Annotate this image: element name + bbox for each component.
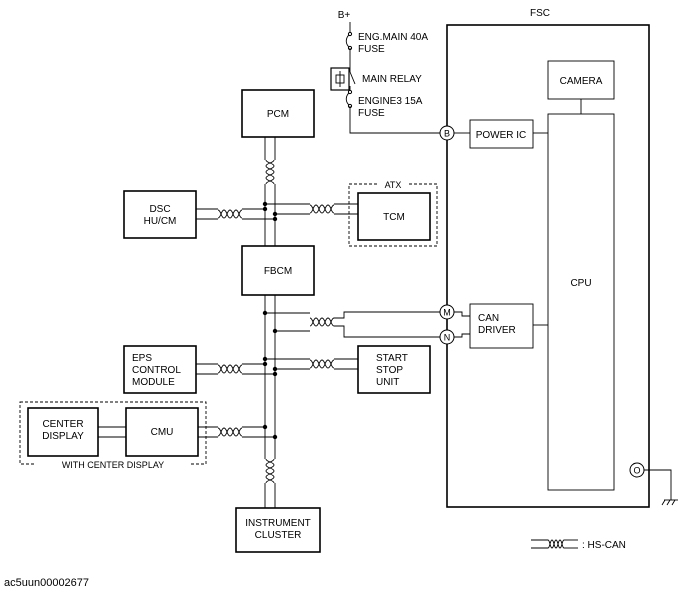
terminal-o: O [629, 462, 645, 478]
terminal-n-label: N [444, 333, 451, 343]
terminal-b: B [439, 125, 455, 141]
pcm-box [241, 89, 315, 138]
cmu-box [125, 407, 199, 457]
tcm-box [357, 192, 431, 241]
cmu-label: CMU [151, 427, 174, 438]
engine3-fuse-label-1: ENGINE3 15A [358, 96, 423, 107]
figure-code: ac5uun00002677 [4, 577, 89, 589]
center-display-label-1: CENTER [42, 419, 83, 430]
main-relay-label: MAIN RELAY [362, 74, 422, 85]
instrument-cluster-box [235, 507, 321, 553]
ground-icon [644, 469, 678, 506]
tcm-label: TCM [383, 212, 405, 223]
instrument-cluster-label-1: INSTRUMENT [245, 518, 311, 529]
engine3-fuse-label-2: FUSE [358, 108, 385, 119]
start-stop-label-3: UNIT [376, 377, 399, 388]
terminal-m: M [439, 304, 455, 320]
start-stop-box [357, 345, 431, 394]
eps-label-3: MODULE [132, 377, 175, 388]
cpu-label: CPU [570, 278, 591, 289]
can-driver-label-2: DRIVER [478, 325, 516, 336]
eng-main-fuse: ENG.MAIN 40A FUSE [345, 31, 428, 55]
power-ic-box [469, 119, 534, 149]
instrument-cluster-label-2: CLUSTER [255, 530, 302, 541]
dsc-box [123, 190, 197, 239]
hs-can-legend-label: : HS-CAN [582, 540, 626, 551]
with-center-display-label: WITH CENTER DISPLAY [62, 460, 164, 470]
camera-label: CAMERA [560, 76, 603, 87]
engine3-fuse: ENGINE3 15A FUSE [345, 89, 423, 119]
can-driver-label-1: CAN [478, 313, 499, 324]
eps-box [123, 345, 197, 394]
eps-label-1: EPS [132, 353, 152, 364]
cpu-box [547, 113, 615, 491]
atx-label: ATX [385, 180, 402, 190]
fbcm-box [241, 245, 315, 296]
terminal-o-label: O [633, 466, 640, 476]
start-stop-label-2: STOP [376, 365, 403, 376]
start-stop-label-1: START [376, 353, 408, 364]
fsc-title: FSC [530, 8, 550, 19]
dsc-label-2: HU/CM [144, 216, 177, 227]
can-driver-box [469, 303, 534, 349]
main-relay: MAIN RELAY [330, 67, 422, 92]
eng-main-fuse-label-2: FUSE [358, 44, 385, 55]
center-display-label-2: DISPLAY [42, 431, 84, 442]
eng-main-fuse-label-1: ENG.MAIN 40A [358, 32, 428, 43]
terminal-m-label: M [443, 308, 451, 318]
hs-can-legend: : HS-CAN [531, 539, 626, 551]
dsc-label-1: DSC [149, 204, 170, 215]
center-display-box [27, 407, 99, 457]
terminal-b-label: B [444, 129, 450, 139]
terminal-n: N [439, 329, 455, 345]
fbcm-label: FBCM [264, 266, 292, 277]
pcm-label: PCM [267, 109, 289, 120]
eps-label-2: CONTROL [132, 365, 181, 376]
bplus-label: B+ [338, 10, 351, 21]
power-ic-label: POWER IC [476, 130, 527, 141]
